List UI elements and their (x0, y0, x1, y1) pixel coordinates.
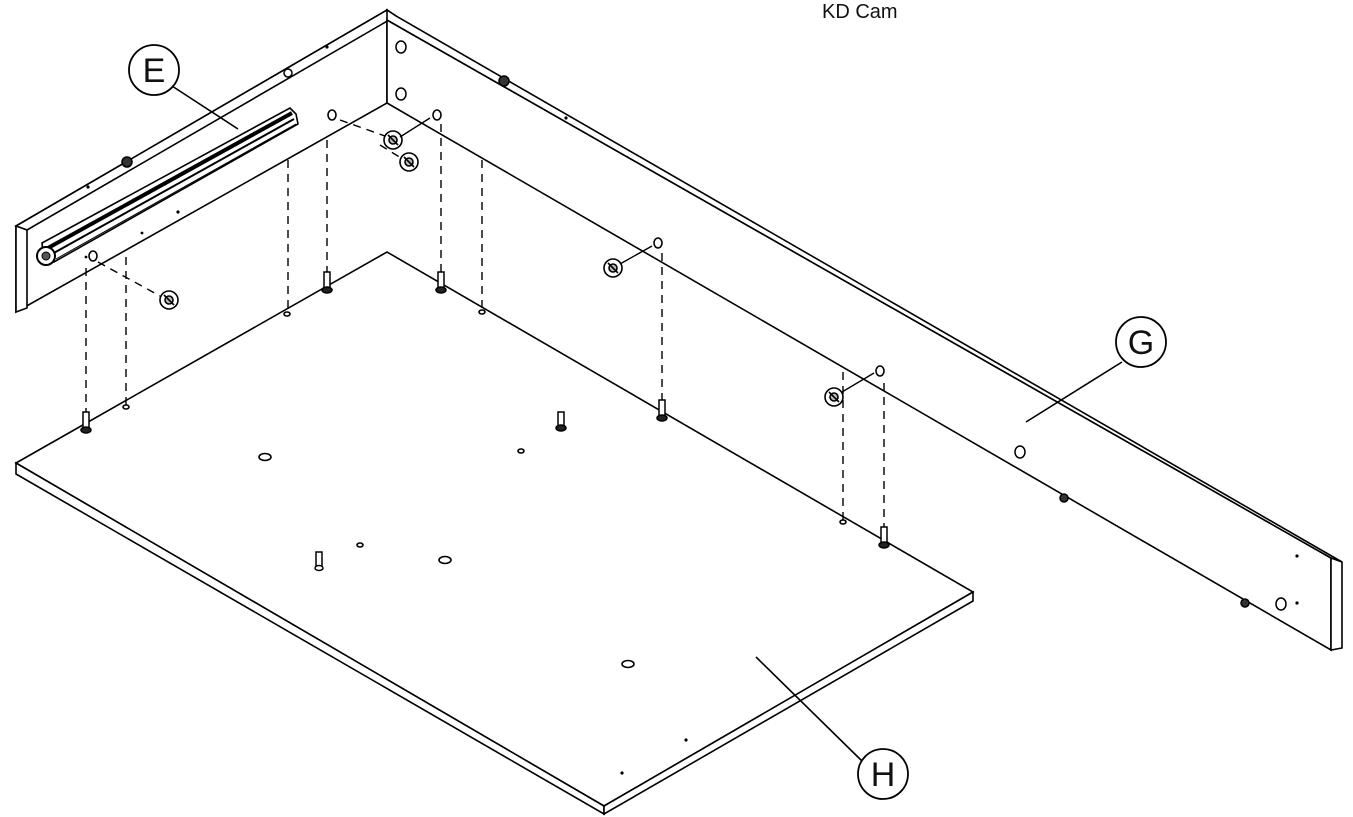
board-holes (122, 309, 847, 669)
callout-g: G (1025, 316, 1167, 423)
callout-e: E (128, 44, 239, 130)
hardware-legend-kd-cam: KD Cam (822, 1, 898, 23)
cam-arrows (399, 117, 875, 393)
panel-e-end-edge (15, 224, 28, 314)
drawer-slide (36, 107, 299, 266)
kd-cams (88, 109, 885, 407)
pilot-holes (84, 45, 1299, 775)
cam-posts (80, 271, 890, 572)
panel-h (14, 251, 975, 816)
part-label-e: E (143, 52, 166, 90)
panel-h-right-edge (603, 590, 974, 816)
cam-holes (121, 40, 1287, 611)
panel-g (386, 8, 1343, 652)
callout-h: H (755, 656, 909, 800)
panel-g-end-edge (1330, 556, 1343, 651)
part-label-g: G (1128, 324, 1154, 362)
assembly-guides (85, 119, 885, 527)
part-label-h: H (871, 756, 896, 794)
